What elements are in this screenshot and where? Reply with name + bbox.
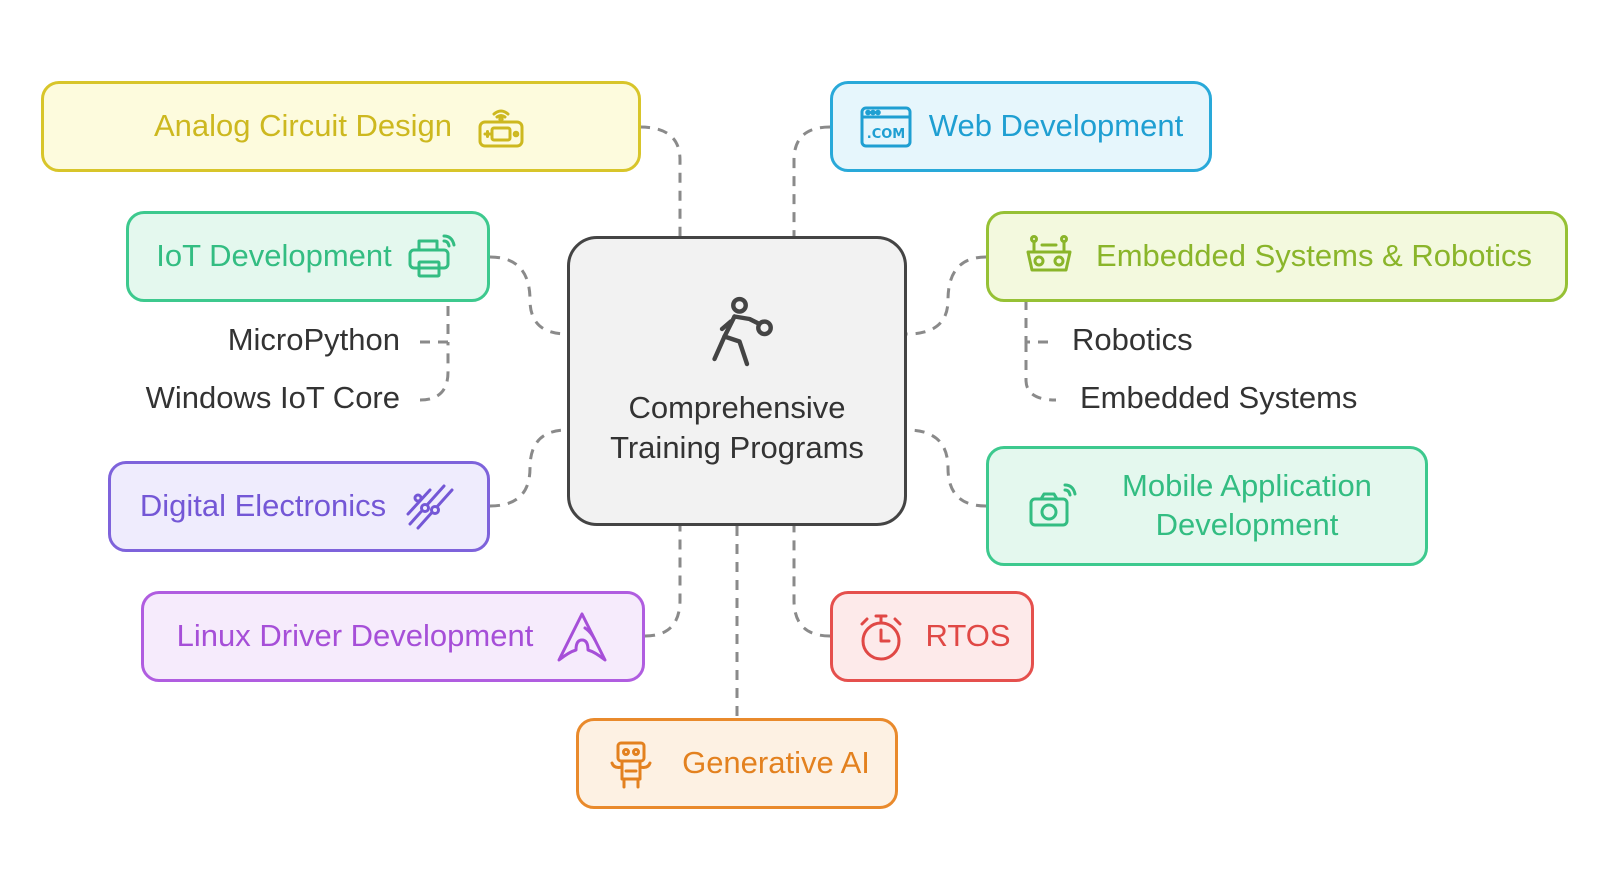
handheld-wireless-icon	[474, 100, 528, 154]
connector-embedded	[906, 255, 987, 336]
wireless-camera-icon	[1027, 479, 1081, 533]
leaf-embedded-systems: Embedded Systems	[1080, 380, 1358, 415]
center-hub: Comprehensive Training Programs	[567, 236, 907, 526]
connector-mobile	[906, 428, 987, 508]
node-web-development: .COM Web Development	[830, 81, 1212, 172]
connector-digital	[489, 428, 568, 508]
node-label: Mobile Application Development	[1122, 468, 1372, 542]
browser-com-icon: .COM	[859, 100, 913, 154]
svg-text:.COM: .COM	[867, 127, 905, 142]
node-label: Linux Driver Development	[176, 618, 534, 654]
node-label: IoT Development	[156, 238, 392, 274]
connector-linux	[644, 526, 682, 638]
node-generative-ai: Generative AI	[576, 718, 898, 809]
node-linux-driver-development: Linux Driver Development	[141, 591, 645, 682]
node-digital-electronics: Digital Electronics	[108, 461, 490, 552]
node-label: Digital Electronics	[139, 488, 387, 524]
wireless-printer-icon	[406, 230, 460, 284]
leaf-robotics: Robotics	[1072, 322, 1193, 357]
arch-linux-icon	[555, 610, 609, 664]
node-label: Web Development	[928, 108, 1184, 144]
leaf-windows-iot-core: Windows IoT Core	[145, 380, 400, 415]
connector-windows-iot	[419, 342, 450, 402]
stopwatch-icon	[854, 610, 908, 664]
center-title: Comprehensive Training Programs	[610, 389, 864, 465]
robot-icon	[604, 737, 658, 791]
node-label: Embedded Systems & Robotics	[1096, 238, 1532, 274]
node-label: Generative AI	[682, 745, 870, 781]
connector-rtos	[792, 526, 831, 638]
node-mobile-application-development: Mobile Application Development	[986, 446, 1428, 566]
connector-analog	[639, 125, 682, 236]
connector-robotics	[1024, 300, 1056, 344]
node-label: Analog Circuit Design	[153, 108, 453, 144]
node-iot-development: IoT Development	[126, 211, 490, 302]
connector-micropython	[420, 300, 450, 344]
robot-board-icon	[1022, 230, 1076, 284]
leaf-micropython: MicroPython	[227, 322, 400, 357]
node-embedded-systems-robotics: Embedded Systems & Robotics	[986, 211, 1568, 302]
connector-embedded-systems	[1024, 342, 1057, 402]
connector-web	[792, 125, 831, 236]
fighter-icon	[697, 294, 777, 374]
node-label: RTOS	[925, 618, 1011, 654]
connector-iot	[489, 255, 568, 336]
node-rtos: RTOS	[830, 591, 1034, 682]
circuit-wires-icon	[404, 480, 458, 534]
node-analog-circuit-design: Analog Circuit Design	[41, 81, 641, 172]
